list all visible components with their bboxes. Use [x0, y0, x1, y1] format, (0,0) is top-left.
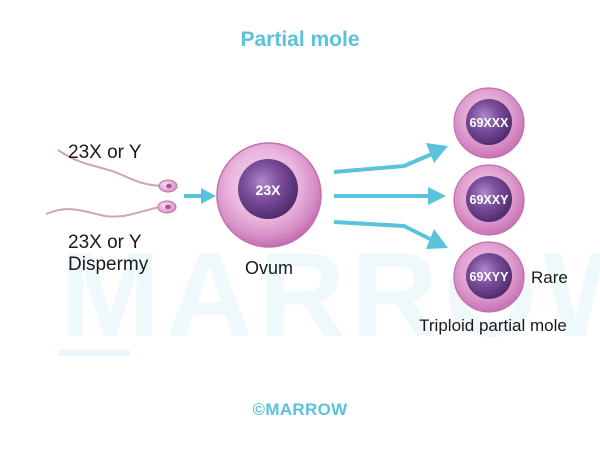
cell-69xyy: 69XYY: [453, 241, 525, 313]
arrow-to-69xxx: [333, 143, 448, 174]
ovum: 23X: [216, 142, 322, 248]
arrow-to-69xxy: [334, 187, 446, 205]
label-69xyy: 69XYY: [470, 270, 510, 284]
sperm-top-tail: [57, 149, 163, 187]
sperm-top-nucleus: [166, 183, 172, 189]
arrow-to-ovum: [184, 188, 216, 204]
cell-69xxx: 69XXX: [453, 87, 525, 159]
sperm-top-label: 23X or Y: [68, 142, 142, 163]
sperm-bottom-nucleus: [165, 204, 171, 210]
ovum-nucleus: [238, 159, 298, 219]
nucleus-69xyy: [466, 253, 512, 299]
sperm-bottom: [45, 200, 177, 218]
rare-label: Rare: [531, 268, 568, 287]
sperm-top: [57, 149, 178, 193]
sperm-bottom-label: 23X or Y Dispermy: [68, 232, 148, 276]
copyright-marrow: ©MARROW: [252, 400, 348, 419]
nucleus-69xxx: [466, 99, 512, 145]
arrow-to-69xyy: [333, 220, 448, 249]
label-69xxy: 69XXY: [470, 193, 510, 207]
ovum-label: Ovum: [245, 258, 294, 278]
label-69xxx: 69XXX: [470, 116, 510, 130]
ovum-nucleus-label: 23X: [256, 182, 282, 198]
sperm-bottom-tail: [45, 206, 161, 218]
diagram-title: Partial mole: [240, 28, 360, 51]
sperm-bottom-label-line1: 23X or Y: [68, 232, 142, 253]
cell-69xxy: 69XXY: [453, 164, 525, 236]
watermark-underline: [58, 350, 130, 356]
sperm-bottom-label-line2: Dispermy: [68, 254, 149, 275]
triploid-partial-mole-label: Triploid partial mole: [419, 316, 567, 335]
nucleus-69xxy: [466, 176, 512, 222]
